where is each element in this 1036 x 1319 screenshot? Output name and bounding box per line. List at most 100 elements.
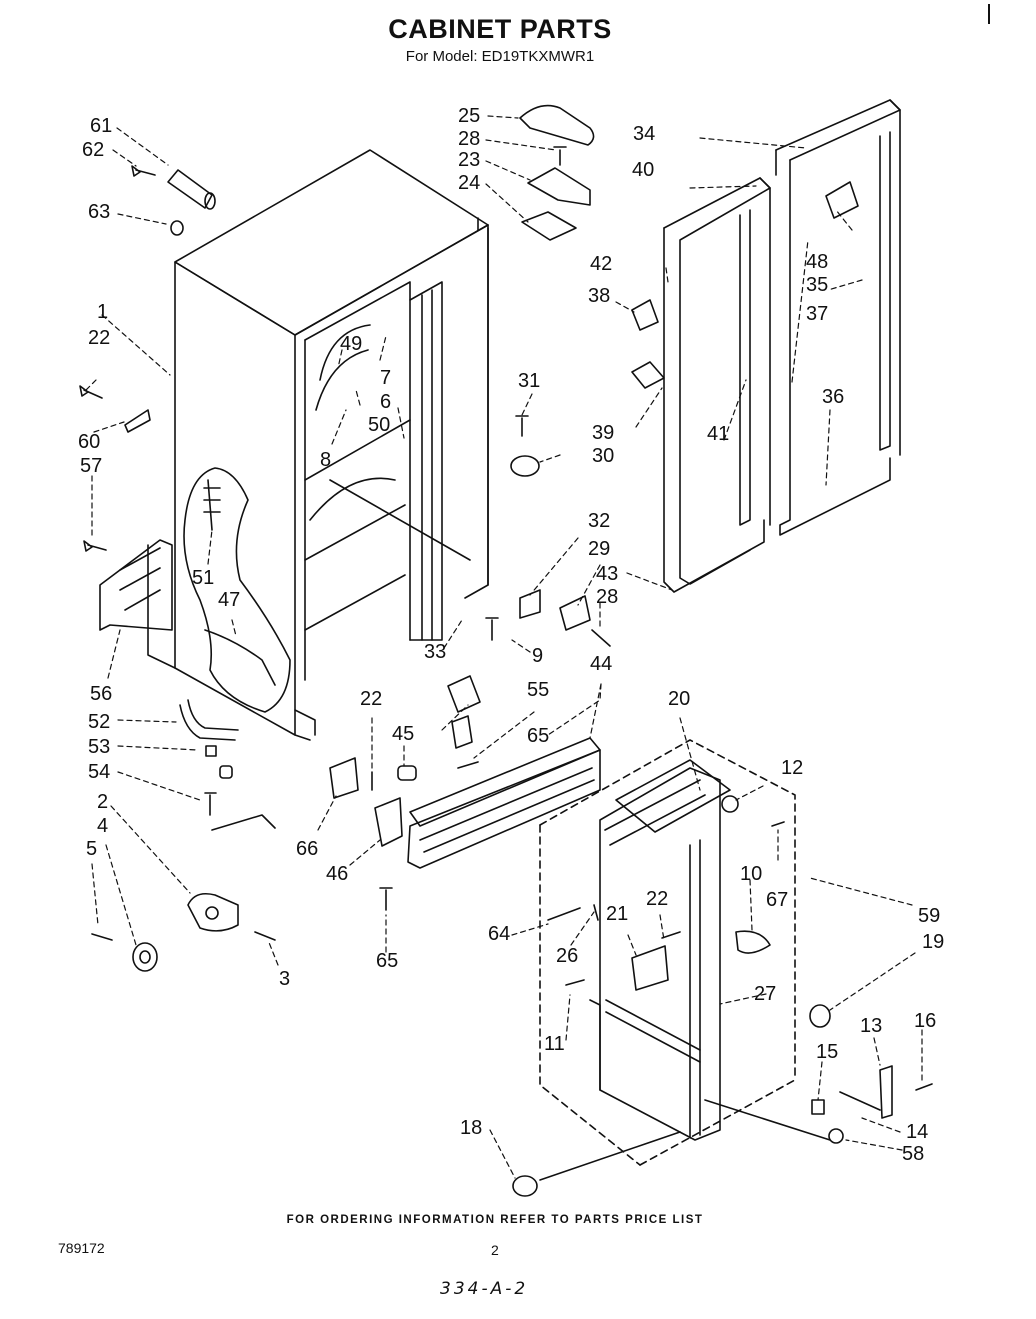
callout-33: 33	[424, 641, 446, 663]
callout-34: 34	[633, 123, 655, 145]
callout-48: 48	[806, 251, 828, 273]
cabinet-body	[147, 149, 489, 741]
callout-51: 51	[192, 567, 214, 589]
page-number: 2	[491, 1242, 499, 1258]
screw-9	[485, 617, 499, 641]
callout-63: 63	[88, 201, 110, 223]
callout-56: 56	[90, 683, 112, 705]
callout-14: 14	[906, 1121, 928, 1143]
callout-16: 16	[914, 1010, 936, 1032]
callout-59: 59	[918, 905, 940, 927]
bottom-hinge-13	[839, 1065, 893, 1119]
callout-22a: 22	[88, 327, 110, 349]
callout-8: 8	[320, 449, 331, 471]
callout-1: 1	[97, 301, 108, 323]
wire-harness	[183, 467, 291, 713]
screw-57	[83, 540, 107, 552]
callout-55: 55	[527, 679, 549, 701]
bushing-58	[828, 1128, 844, 1144]
callout-6: 6	[380, 391, 391, 413]
door-liner-right	[775, 99, 901, 536]
screw-28-top	[553, 146, 567, 166]
screw-65-lower	[379, 887, 393, 911]
handle-10	[735, 930, 771, 954]
callout-44: 44	[590, 653, 612, 675]
callout-50: 50	[368, 414, 390, 436]
screw-22-left	[79, 385, 103, 399]
callout-43: 43	[596, 563, 618, 585]
callout-47: 47	[218, 589, 240, 611]
callout-65b: 65	[376, 950, 398, 972]
callout-36: 36	[822, 386, 844, 408]
bolt-12	[721, 795, 739, 813]
callout-13: 13	[860, 1015, 882, 1037]
callout-40: 40	[632, 159, 654, 181]
screw-62	[131, 165, 156, 177]
callout-41: 41	[707, 423, 729, 445]
screw-26	[593, 904, 599, 921]
roller-bracket-2	[187, 892, 239, 932]
screw-5	[91, 933, 113, 941]
model-subtitle: For Model: ED19TKXMWR1	[405, 48, 595, 65]
callout-27: 27	[754, 983, 776, 1005]
callout-49: 49	[340, 333, 362, 355]
corner-mark	[988, 4, 990, 24]
callout-61: 61	[90, 115, 112, 137]
screw-28-mid	[591, 629, 611, 647]
callout-labels: 61 62 63 1 22 60 57 56 52 53 54 2 4 5 3 …	[78, 105, 944, 1165]
hinge-axis-lines	[539, 1099, 831, 1181]
hinge-46	[374, 797, 403, 847]
document-number: 789172	[58, 1240, 105, 1256]
callout-26: 26	[556, 945, 578, 967]
ordering-note: FOR ORDERING INFORMATION REFER TO PARTS …	[286, 1214, 704, 1226]
callout-52: 52	[88, 711, 110, 733]
callout-64: 64	[488, 923, 510, 945]
callout-32: 32	[588, 510, 610, 532]
callout-38: 38	[588, 285, 610, 307]
callout-22b: 22	[360, 688, 382, 710]
callout-58: 58	[902, 1143, 924, 1165]
callout-7: 7	[380, 367, 391, 389]
roller-4	[132, 942, 158, 972]
callout-62: 62	[82, 139, 104, 161]
spacer-45	[397, 765, 417, 781]
callout-22c: 22	[646, 888, 668, 910]
callout-15: 15	[816, 1041, 838, 1063]
screw-11	[565, 979, 585, 986]
lower-door-assembly	[539, 739, 796, 1166]
callout-66: 66	[296, 838, 318, 860]
callout-25: 25	[458, 105, 480, 127]
callout-11: 11	[544, 1033, 565, 1055]
callout-42: 42	[590, 253, 612, 275]
page-title: CABINET PARTS	[388, 14, 612, 44]
callout-20: 20	[668, 688, 690, 710]
callout-23: 23	[458, 149, 480, 171]
screw-22-right	[661, 931, 681, 939]
toe-grille-44	[407, 737, 601, 869]
hinge-shim-24	[521, 211, 577, 241]
light-switch-48	[825, 181, 859, 219]
hinge-21	[631, 945, 669, 991]
shim-15	[811, 1099, 825, 1115]
screw-31	[515, 415, 529, 437]
hinge-pin-61	[167, 169, 216, 210]
callout-12: 12	[781, 757, 803, 779]
callout-45: 45	[392, 723, 414, 745]
clip-60	[124, 409, 151, 433]
bushing-63	[170, 220, 184, 236]
pin-64	[547, 907, 581, 921]
callout-65a: 65	[527, 725, 549, 747]
callout-29: 29	[588, 538, 610, 560]
top-hinge-23	[527, 167, 591, 206]
callout-28a: 28	[458, 128, 480, 150]
cap-53b	[219, 765, 233, 779]
screw-16	[915, 1083, 933, 1091]
callout-28b: 28	[596, 586, 618, 608]
callout-60: 60	[78, 431, 100, 453]
callout-35: 35	[806, 274, 828, 296]
callout-3: 3	[279, 968, 290, 990]
callout-37: 37	[806, 303, 828, 325]
callout-53: 53	[88, 736, 110, 758]
screw-54	[204, 792, 217, 816]
